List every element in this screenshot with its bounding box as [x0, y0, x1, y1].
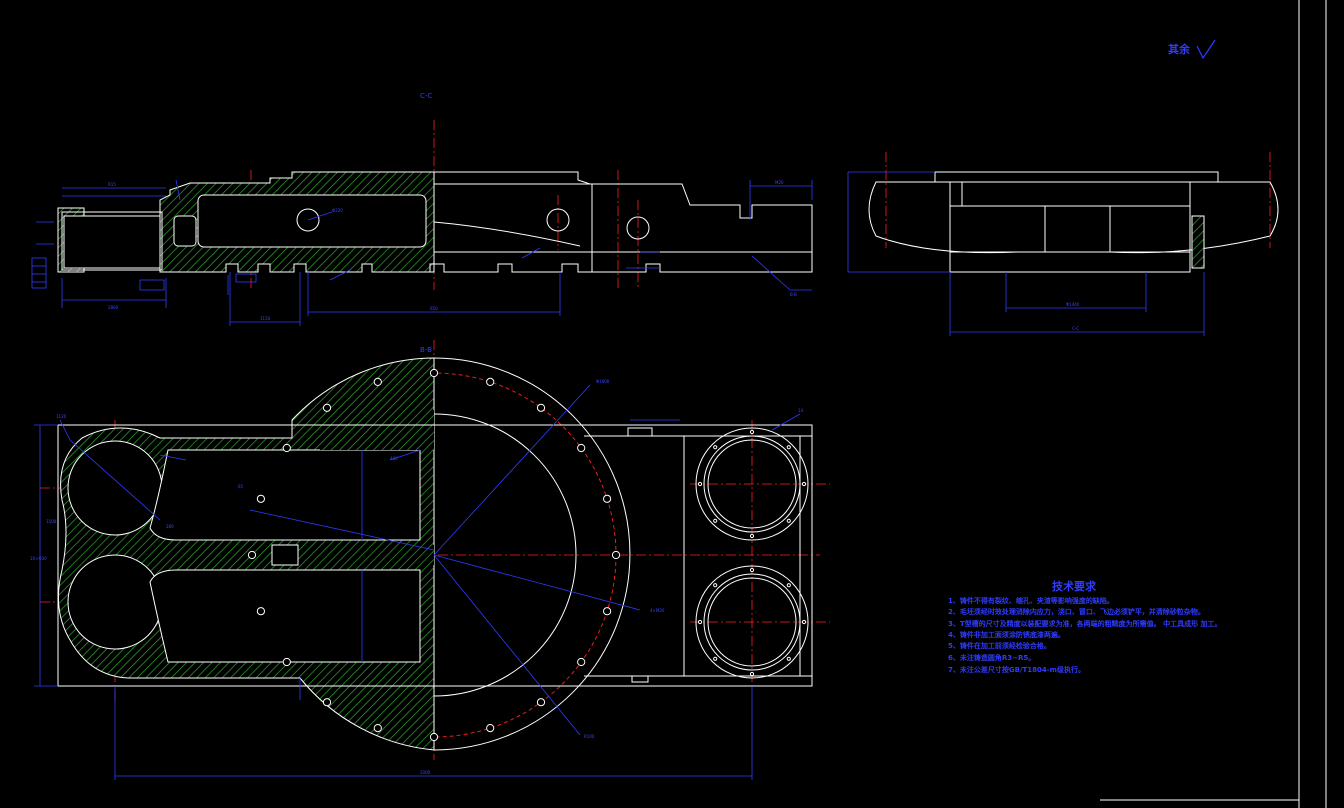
dimension-label: Φ220	[332, 208, 343, 213]
dimension-label: R15	[108, 182, 116, 187]
dimension-label: 2860	[108, 305, 119, 310]
dimension-lines-bb	[34, 384, 801, 780]
plan-view-bb: B-B	[30, 340, 830, 780]
bolt-hole	[373, 724, 382, 733]
ring-bolt-hole	[713, 518, 718, 523]
bolt-hole	[429, 368, 439, 378]
dimension-label: 4×M20	[650, 608, 665, 613]
dimension-label: 10×Φ30	[30, 556, 47, 561]
bolt-hole	[611, 550, 621, 560]
bolt-hole	[322, 698, 332, 707]
ring-bolt-hole	[786, 518, 791, 523]
sheet-frame	[1100, 0, 1327, 808]
tech-requirement-item: 7、未注公差尺寸按GB/T1804-m级执行。	[948, 665, 1085, 674]
tech-requirement-item: 4、铸件非加工面须涂防锈底漆两遍。	[948, 630, 1065, 639]
dimension-label: 其余	[1168, 42, 1191, 56]
section-view-cc: C-C	[31, 92, 813, 326]
bolt-hole	[282, 443, 291, 453]
bolt-hole	[577, 657, 586, 667]
tech-requirements-title: 技术要求	[1052, 579, 1097, 593]
bolt-hole	[486, 724, 495, 733]
dimension-label: Φ1440	[1066, 302, 1080, 307]
tech-requirement-item: 2、毛坯须经时效处理消除内应力，浇口、冒口、飞边必须铲平，并清除砂粒杂物。	[948, 607, 1205, 616]
surface-roughness-note: 其余	[1168, 39, 1216, 60]
dimension-label: B-B	[790, 292, 797, 297]
bore-hole-mid	[546, 208, 570, 232]
ring-bolt-hole	[786, 445, 791, 450]
roughness-check-icon	[1196, 39, 1216, 60]
bolt-hole	[603, 607, 612, 616]
ring-bolt-hole	[713, 445, 718, 450]
ring-bolt-hole	[786, 583, 791, 588]
dimension-label: 280	[166, 524, 174, 529]
section-outline-right	[429, 171, 813, 273]
dimension-label: C-C	[1072, 326, 1079, 331]
bolt-hole	[373, 377, 382, 386]
bolt-holes	[247, 368, 621, 742]
bolt-hole	[256, 494, 265, 503]
dimension-label: Φ1600	[596, 379, 610, 384]
bolt-hole	[282, 657, 291, 667]
bolt-hole	[247, 550, 257, 560]
bolt-hole	[429, 732, 439, 742]
ring-bolt-hole	[749, 533, 755, 539]
dimension-label: 2000	[420, 770, 431, 775]
ring-bolt-hole	[749, 429, 755, 435]
ring-bolt-hole	[749, 671, 755, 677]
bolt-hole	[256, 607, 265, 616]
bolt-hole	[536, 403, 546, 412]
dimension-label: 1120	[56, 414, 67, 419]
bolt-hole	[536, 698, 546, 707]
tech-requirement-item: 6、未注铸造圆角R3~R5。	[948, 653, 1035, 662]
ring-bolt-hole	[786, 656, 791, 661]
dimension-label: 14	[798, 408, 804, 413]
ring-bolt-hole	[713, 583, 718, 588]
dimension-label: 650	[430, 306, 438, 311]
dimension-label: 1500	[46, 519, 57, 524]
tech-requirement-item: 1、铸件不得有裂纹、缩孔、夹渣等影响强度的缺陷。	[948, 596, 1114, 605]
dimension-label: 400	[390, 456, 398, 461]
tech-requirement-item: 3、T型槽的尺寸及精度以装配要求为准，各两端的粗糙度为所需值。 中工具成形 加工…	[948, 619, 1222, 628]
ring-holes	[697, 429, 807, 677]
side-view: Φ1440 C-C	[847, 152, 1279, 336]
dimension-label: R100	[584, 734, 595, 739]
ring-bolt-hole	[697, 481, 703, 487]
dimension-label: 65	[238, 484, 244, 489]
dimension-lines-cc	[31, 179, 813, 326]
bearing-ring-bottom	[695, 565, 809, 679]
ring-bolt-hole	[697, 619, 703, 625]
bolt-hole	[577, 443, 586, 453]
bolt-hole	[603, 494, 612, 503]
tech-requirement-item: 5、铸件在加工前须经检验合格。	[948, 641, 1051, 650]
ring-bolt-hole	[713, 656, 718, 661]
bearing-ring-top	[695, 427, 809, 541]
dimension-label: M20	[775, 180, 784, 185]
technical-requirements: 技术要求 1、铸件不得有裂纹、缩孔、夹渣等影响强度的缺陷。 2、毛坯须经时效处理…	[948, 579, 1222, 674]
section-label-cc: C-C	[420, 92, 432, 100]
bolt-hole	[486, 377, 495, 386]
ring-bolt-hole	[749, 567, 755, 573]
bolt-hole	[322, 403, 332, 412]
ring-bolt-hole	[801, 619, 807, 625]
dimension-label: 1150	[260, 316, 271, 321]
section-label-bb: B-B	[420, 346, 432, 354]
bore-hole-right	[626, 216, 650, 240]
ring-bolt-hole	[801, 481, 807, 487]
